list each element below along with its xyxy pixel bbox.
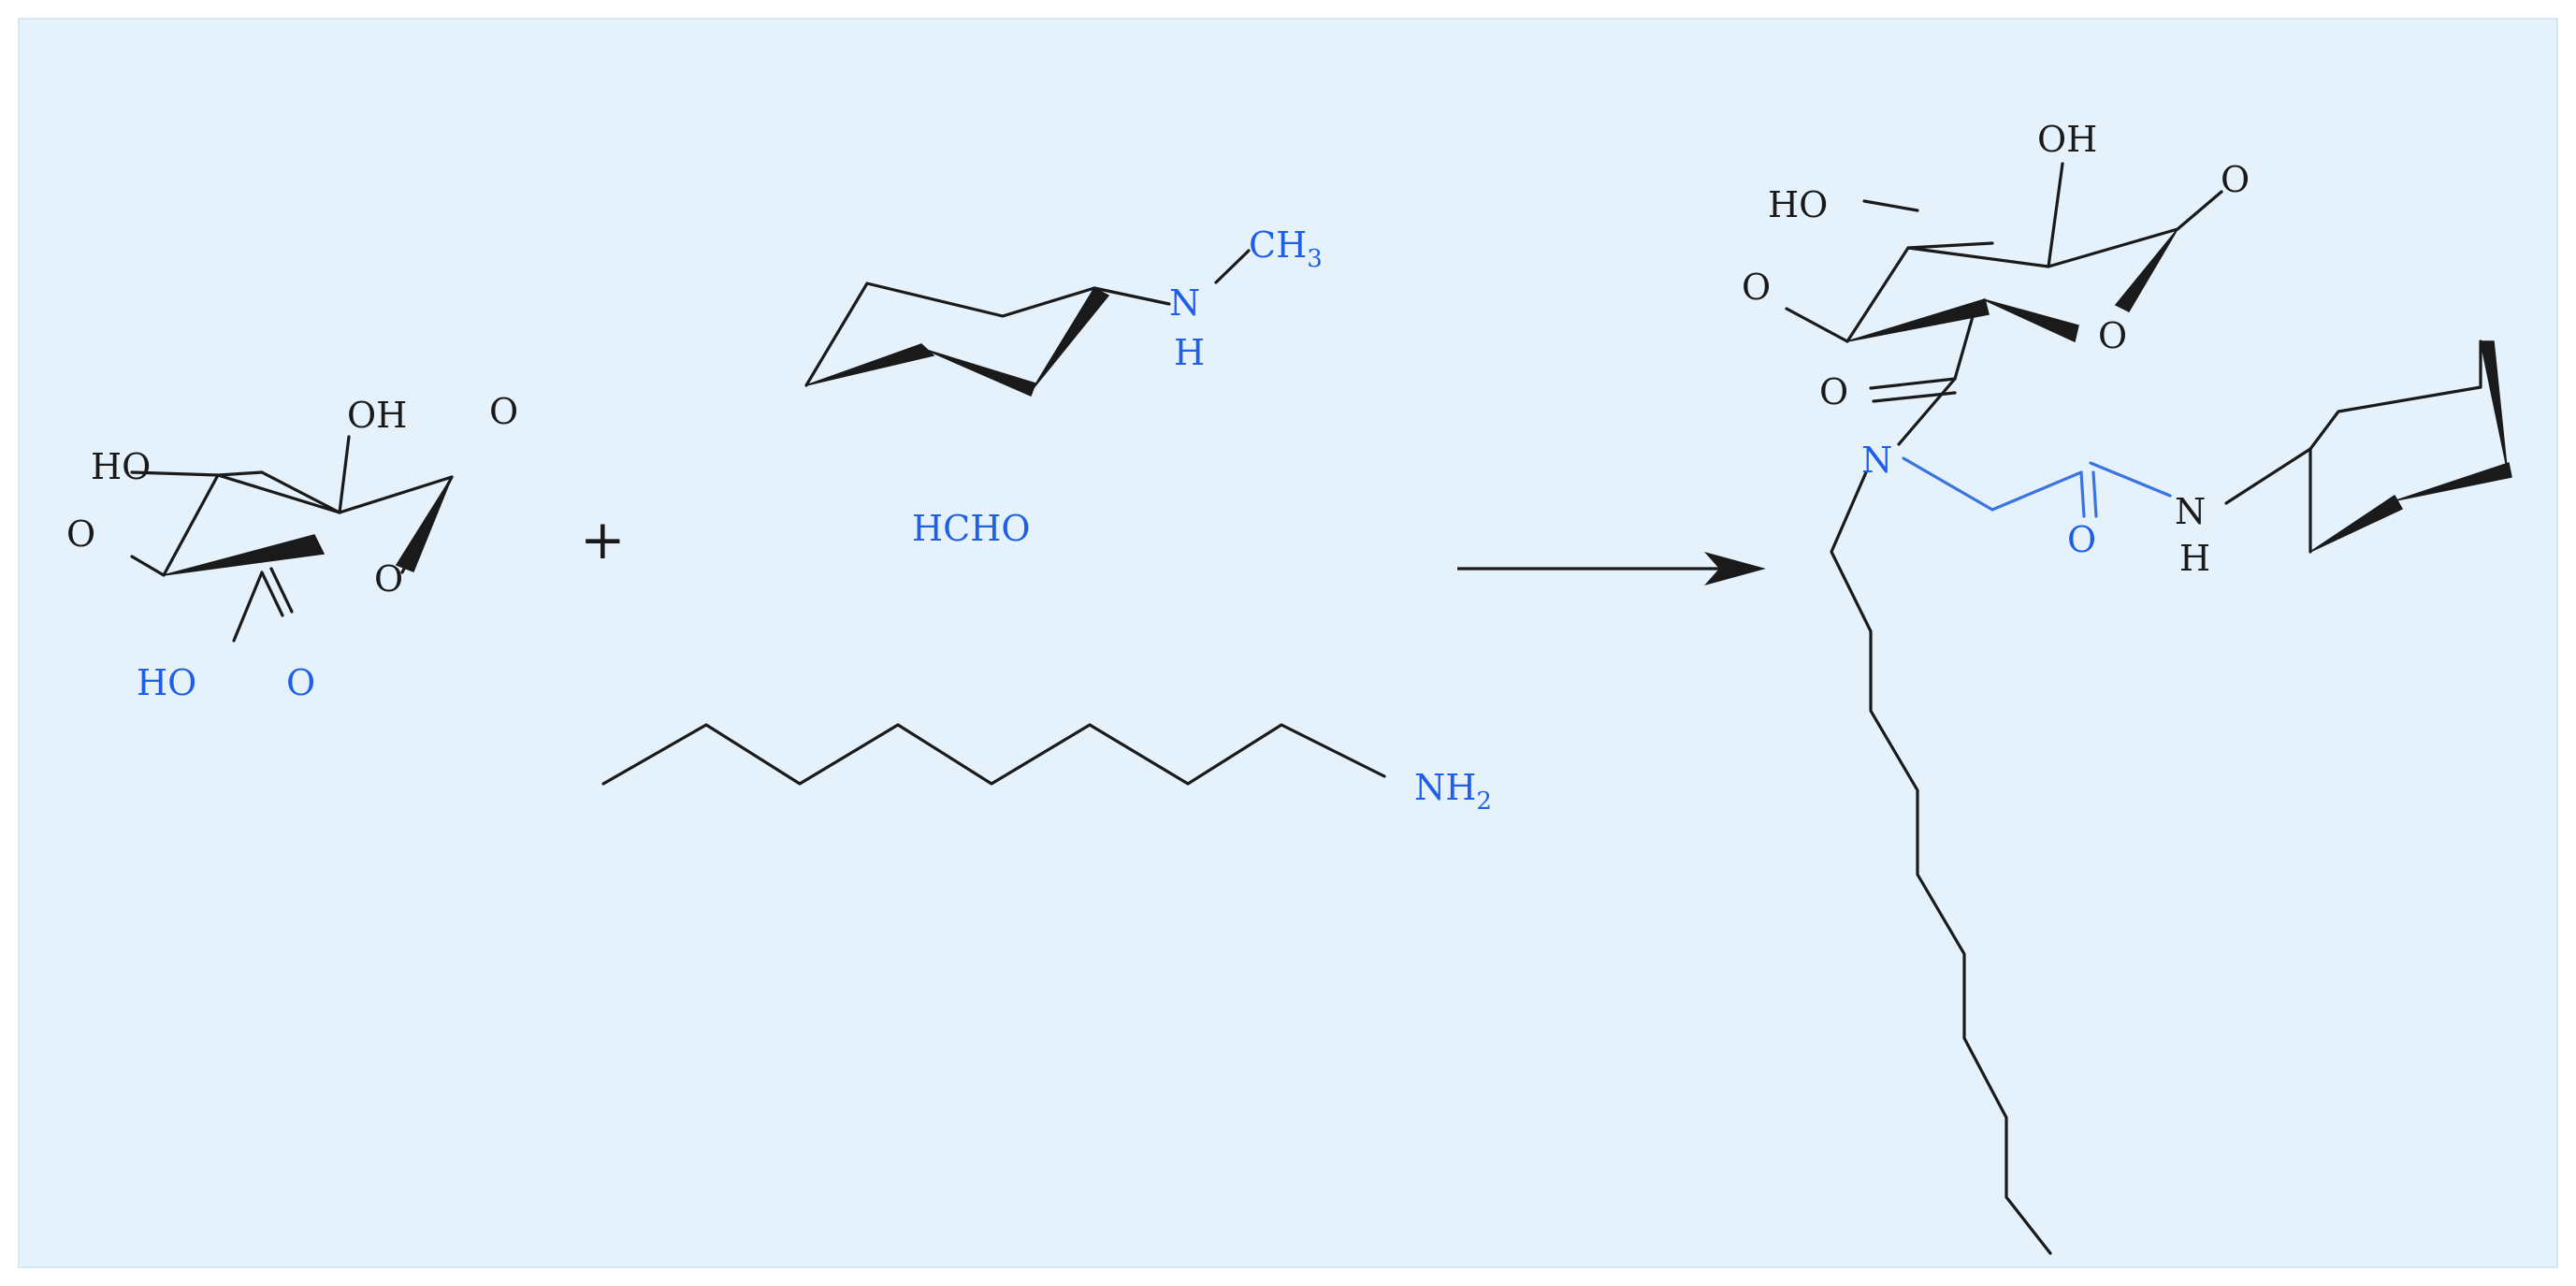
plus-sign: +: [580, 508, 626, 571]
scheme-panel: [18, 18, 2558, 1268]
acid-ho-label: HO: [137, 662, 196, 703]
acid-ho-left-label: HO: [91, 446, 151, 487]
acid-oh-top-label: OH: [347, 395, 407, 436]
product-amide-n-label: N: [1861, 440, 1892, 481]
product-carbonyl-o-label: O: [1819, 371, 1848, 412]
reaction-arrow-icon: [1457, 552, 1766, 585]
product-o-top-label: O: [2221, 159, 2250, 200]
acid-o-left-label: O: [66, 513, 95, 555]
reactant-octylamine: NH2: [601, 723, 1492, 816]
amine-n-label: N: [1169, 282, 1200, 324]
product-ho-left-label: HO: [1768, 184, 1828, 225]
octylamine-nh2-label: NH2: [1414, 767, 1492, 816]
product-oh-top-label: OH: [2037, 119, 2097, 160]
formaldehyde-label: HCHO: [912, 508, 1031, 549]
product-amide-o-label: O: [2067, 519, 2096, 560]
amine-ch3-label: CH3: [1249, 224, 1323, 273]
product-ring-o-label: O: [2098, 315, 2127, 356]
amine-h-label: H: [1174, 332, 1205, 373]
product-nh-h-label: H: [2179, 538, 2210, 579]
product-o-left-label: O: [1742, 267, 1771, 308]
acid-ring-o-label: O: [374, 558, 403, 600]
reactant-methylcyclohexylamine: N H CH3: [804, 224, 1323, 397]
product-nh-n-label: N: [2175, 491, 2206, 532]
reactant-uronic-acid: OH HO O O O HO O: [66, 391, 518, 703]
product-molecule: OH HO O O O O N O N H: [1742, 119, 2512, 1255]
acid-o-label: O: [286, 662, 315, 703]
acid-o-top-label: O: [489, 391, 518, 432]
